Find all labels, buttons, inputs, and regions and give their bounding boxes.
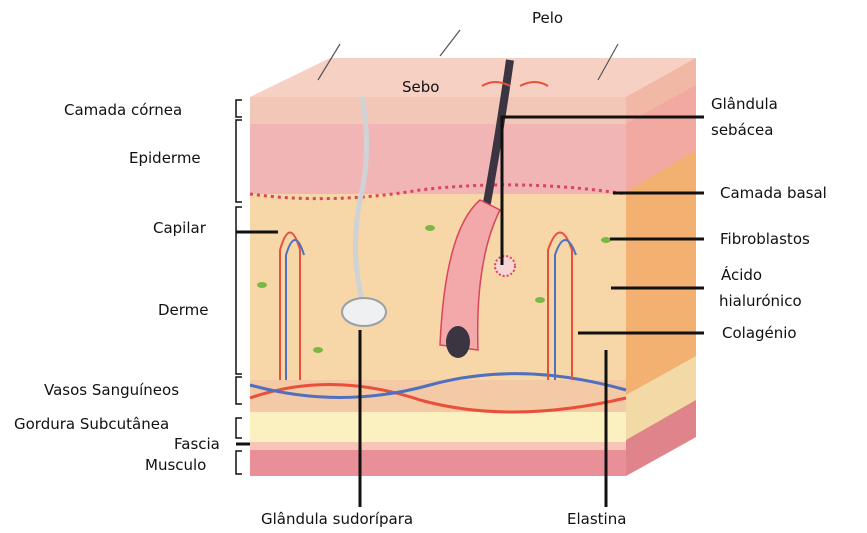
label-colagenio: Colagénio bbox=[722, 324, 797, 342]
label-fascia: Fascia bbox=[174, 435, 220, 453]
label-acido-2: hialurónico bbox=[719, 292, 802, 310]
muscle-layer bbox=[250, 450, 626, 476]
label-capilar: Capilar bbox=[153, 219, 206, 237]
fat-layer bbox=[250, 412, 626, 442]
label-glandula-sebacea-2: sebácea bbox=[711, 121, 773, 139]
label-acido-1: Ácido bbox=[721, 266, 762, 284]
sweat-gland bbox=[342, 298, 386, 326]
layer-brackets bbox=[236, 100, 242, 474]
label-sebo: Sebo bbox=[402, 78, 439, 96]
label-vasos-sanguineos: Vasos Sanguíneos bbox=[44, 381, 179, 399]
fascia-layer bbox=[250, 442, 626, 450]
label-epiderme: Epiderme bbox=[129, 149, 201, 167]
surface-hair bbox=[440, 30, 460, 56]
dermis-layer bbox=[250, 194, 626, 380]
label-glandula-sudoripara: Glândula sudorípara bbox=[261, 510, 413, 528]
stratum-corneum-layer bbox=[250, 97, 626, 124]
label-pelo: Pelo bbox=[532, 9, 563, 27]
label-glandula-sebacea-1: Glândula bbox=[711, 95, 778, 113]
label-camada-cornea: Camada córnea bbox=[64, 101, 182, 119]
label-musculo: Musculo bbox=[145, 456, 206, 474]
label-fibroblastos: Fibroblastos bbox=[720, 230, 810, 248]
label-camada-basal: Camada basal bbox=[720, 184, 827, 202]
hair-bulb bbox=[446, 326, 470, 358]
label-gordura-subcutanea: Gordura Subcutânea bbox=[14, 415, 169, 433]
sebaceous-gland bbox=[495, 256, 515, 276]
label-elastina: Elastina bbox=[567, 510, 626, 528]
label-derme: Derme bbox=[158, 301, 209, 319]
skin-top-surface bbox=[250, 58, 696, 97]
epidermis-layer bbox=[250, 124, 626, 194]
